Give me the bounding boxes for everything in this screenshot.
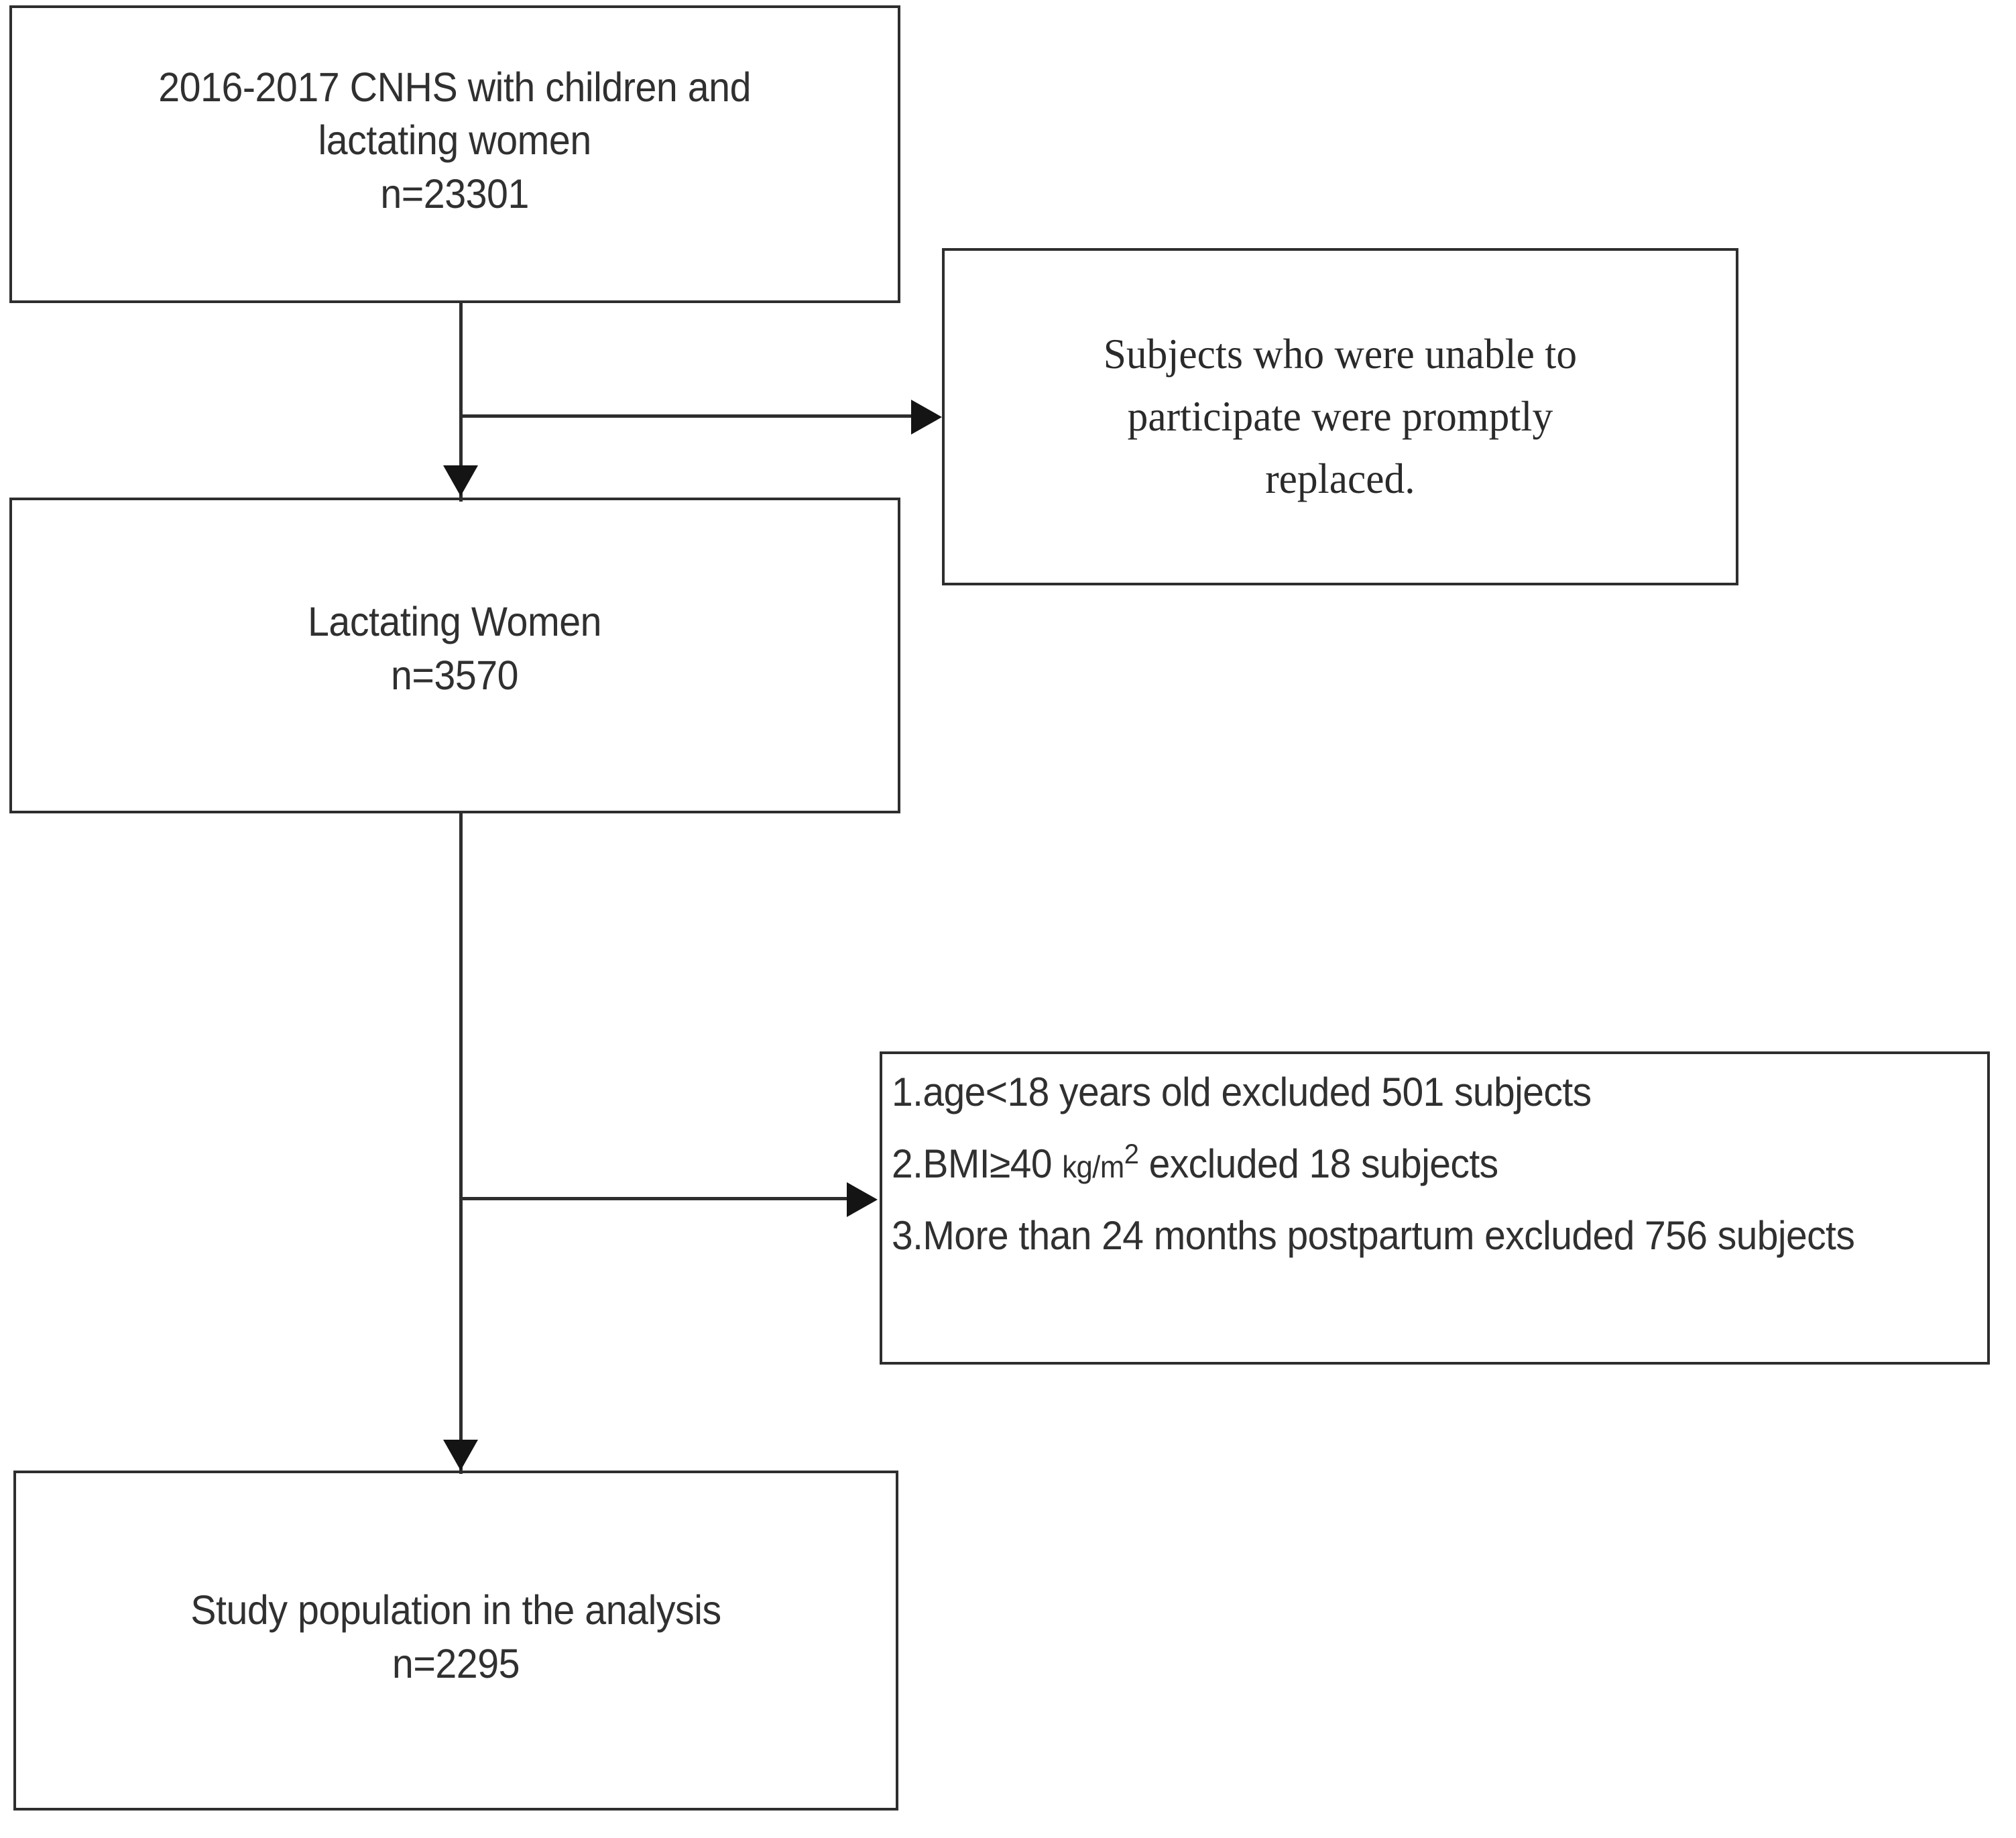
- exclusion-bmi-prefix: 2.BMI≥40: [892, 1141, 1063, 1187]
- flow-box-study-population: Study population in the analysis n=2295: [13, 1471, 898, 1811]
- arrowhead-into-study-population: [443, 1440, 478, 1471]
- flow-box-lactating-women: Lactating Women n=3570: [9, 498, 900, 813]
- source-cohort-count: n=23301: [380, 170, 530, 217]
- exclusion-bmi-unit: kg/m: [1062, 1149, 1124, 1185]
- source-cohort-line-1: 2016-2017 CNHS with children and: [158, 64, 752, 111]
- study-population-label: Study population in the analysis: [190, 1587, 721, 1633]
- connector-source-to-lactating: [459, 303, 463, 502]
- source-cohort-text: 2016-2017 CNHS with children and lactati…: [159, 61, 752, 247]
- flow-box-source-cohort: 2016-2017 CNHS with children and lactati…: [9, 5, 900, 303]
- lactating-women-text: Lactating Women n=3570: [308, 595, 602, 715]
- arrowhead-into-lactating: [443, 465, 478, 496]
- exclusion-item-age: 1.age<18 years old excluded 501 subjects: [892, 1070, 1592, 1114]
- source-cohort-line-2: lactating women: [318, 117, 592, 164]
- exclusion-item-bmi: 2.BMI≥40 kg/m2 excluded 18 subjects: [892, 1135, 1928, 1192]
- replacement-note-line-3: replaced.: [1265, 454, 1415, 502]
- connector-lactating-to-population: [459, 813, 463, 1474]
- flow-box-replacement-note: Subjects who were unable to participate …: [942, 248, 1738, 585]
- flow-box-exclusion-criteria: 1.age<18 years old excluded 501 subjects…: [880, 1051, 1990, 1365]
- lactating-women-count: n=3570: [391, 652, 519, 698]
- exclusion-bmi-suffix: excluded 18 subjects: [1138, 1141, 1499, 1187]
- study-population-text: Study population in the analysis n=2295: [190, 1584, 721, 1697]
- exclusion-bmi-superscript: 2: [1124, 1138, 1139, 1170]
- arrowhead-into-exclusion-criteria: [847, 1182, 878, 1217]
- exclusion-item-postpartum: 3.More than 24 months postpartum exclude…: [892, 1213, 1855, 1259]
- study-population-count: n=2295: [392, 1640, 520, 1686]
- connector-source-to-note: [461, 414, 914, 418]
- arrowhead-into-replacement-note: [911, 400, 942, 435]
- connector-lactating-to-exclusions: [461, 1197, 849, 1200]
- replacement-note-line-1: Subjects who were unable to: [1103, 330, 1578, 378]
- replacement-note-line-2: participate were promptly: [1127, 392, 1553, 441]
- replacement-note-text: Subjects who were unable to participate …: [1104, 323, 1577, 510]
- lactating-women-label: Lactating Women: [308, 599, 602, 645]
